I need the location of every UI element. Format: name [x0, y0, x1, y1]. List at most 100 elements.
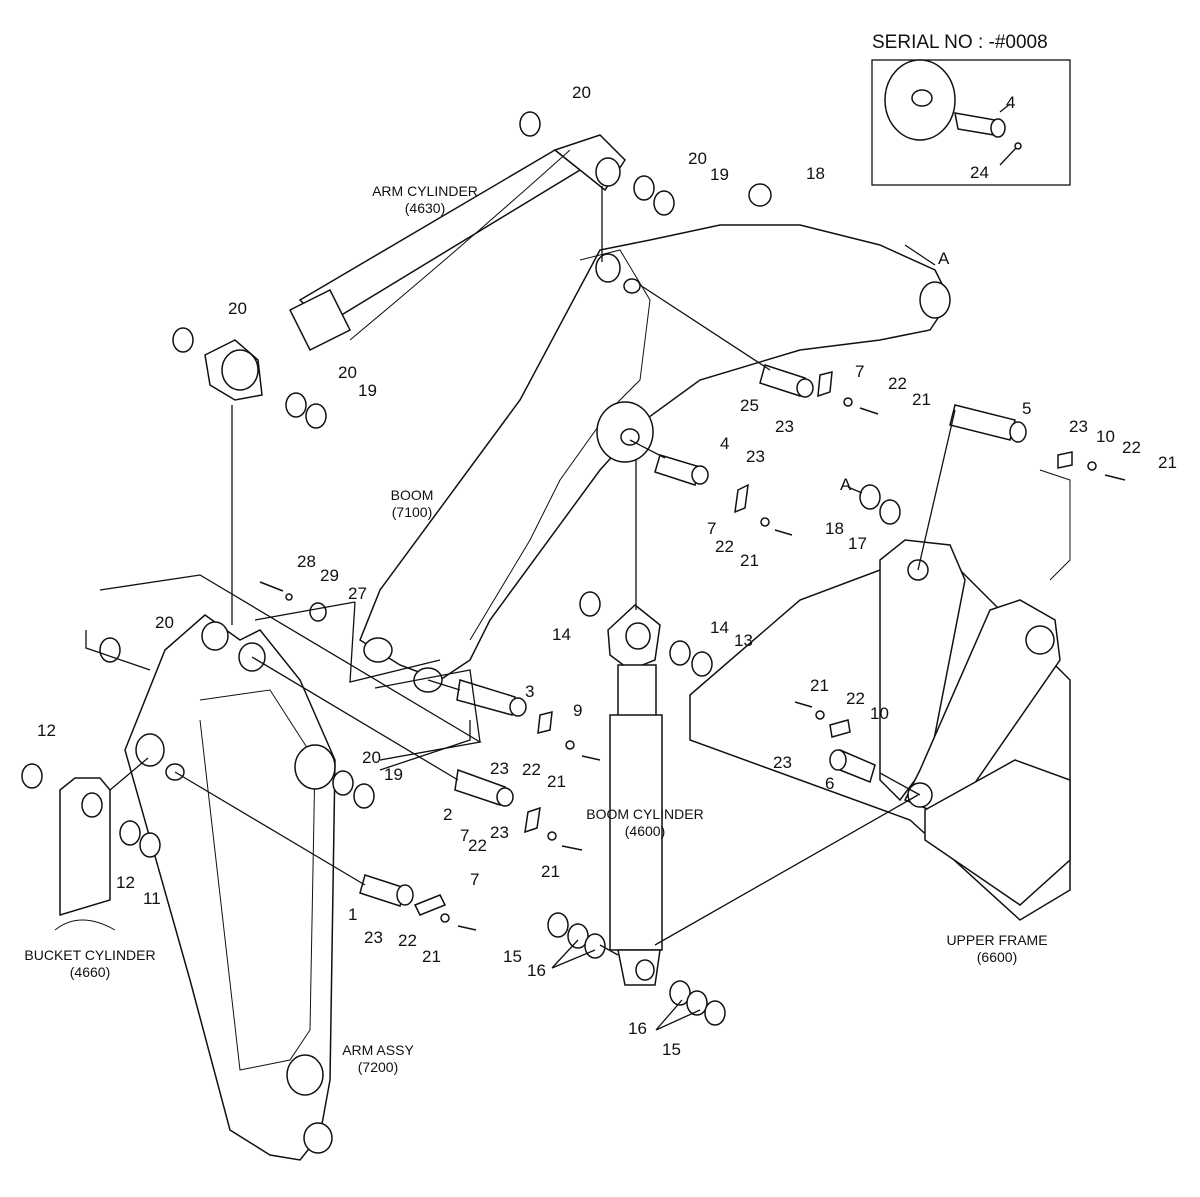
plate-7-mid — [734, 483, 749, 514]
callout-21: 21 — [541, 862, 560, 881]
assembly-labels: ARM CYLINDER (4630) BOOM (7100) BOOM CYL… — [24, 183, 1047, 1075]
callout-2: 2 — [443, 805, 452, 824]
callout-18: 18 — [825, 519, 844, 538]
boom-cylinder-tube — [609, 714, 663, 951]
shim-11 — [139, 832, 161, 858]
callout-11: 11 — [143, 889, 161, 908]
serial-inset — [871, 59, 1071, 186]
arm-top-eye-1 — [201, 621, 229, 651]
leader-16-bottom — [655, 999, 701, 1031]
callout-23: 23 — [773, 753, 792, 772]
inset-bolt — [1014, 142, 1022, 150]
pin-3-bracket — [374, 669, 481, 743]
shim-19-head — [305, 403, 327, 429]
callout-3: 3 — [525, 682, 534, 701]
arm-cylinder-body — [298, 149, 582, 326]
callout-20: 20 — [362, 748, 381, 767]
pin-1-axis — [174, 771, 366, 886]
pins-and-hardware — [259, 364, 1126, 931]
leader-16-top — [599, 944, 619, 956]
upper-frame-edge — [1039, 469, 1071, 581]
pin-3-axis — [427, 679, 461, 691]
pin-1 — [359, 874, 406, 907]
bucket-cylinder-break — [54, 919, 116, 931]
upper-frame — [689, 469, 1071, 921]
washer-22-lower — [547, 831, 557, 841]
boom-nose-bracket — [254, 601, 441, 683]
upper-frame-name: UPPER FRAME — [946, 932, 1047, 948]
shim-18-frame — [859, 484, 881, 510]
pin-6-head — [829, 749, 847, 771]
callout-19: 19 — [710, 165, 729, 184]
shim-20-top — [519, 111, 541, 137]
callout-18: 18 — [806, 164, 825, 183]
callout-20: 20 — [228, 299, 247, 318]
arm-cylinder — [204, 134, 626, 401]
inset-pin-head — [990, 118, 1006, 138]
shim-12-bottom — [119, 820, 141, 846]
shim-14-right — [669, 640, 691, 666]
callout-27: 27 — [348, 584, 367, 603]
callout-21: 21 — [422, 947, 441, 966]
callout-19: 19 — [384, 765, 403, 784]
callout-13: 13 — [734, 631, 753, 650]
plate-9 — [537, 711, 553, 734]
boom-code: (7100) — [392, 504, 432, 520]
shim-20-head-2 — [285, 392, 307, 418]
callout-22: 22 — [715, 537, 734, 556]
boom-cylinder-code: (4600) — [625, 823, 665, 839]
leader-A-top — [904, 244, 936, 266]
boom-cylinder-bottom-eye — [635, 959, 655, 981]
washer-22-upper — [843, 397, 853, 407]
boom-cylinder-bracket-bore — [620, 428, 640, 446]
boom-foot — [919, 281, 951, 319]
bucket-cylinder — [54, 777, 116, 931]
serial-note: SERIAL NO : -#0008 — [872, 32, 1048, 53]
boom-cylinder-rod-eye — [625, 622, 651, 650]
callout-23: 23 — [364, 928, 383, 947]
inset-callout-4: 4 — [1006, 93, 1015, 112]
pin-3 — [456, 679, 516, 716]
pin-2-bracket — [99, 574, 482, 761]
bucket-cylinder-code: (4660) — [70, 964, 110, 980]
bolt-21-upper — [859, 407, 879, 415]
shim-19-arm-cyl — [353, 783, 375, 809]
shim-19-rod — [653, 190, 675, 216]
callout-21: 21 — [1158, 453, 1177, 472]
boom-cylinder — [607, 604, 663, 986]
bucket-cylinder-eye — [81, 792, 103, 818]
arm-arm-cyl-boss — [294, 744, 336, 790]
arm-cylinder-gland — [288, 288, 352, 352]
arm-cylinder-hose — [349, 149, 571, 341]
boom-cylinder-name: BOOM CYLINDER — [586, 806, 703, 822]
boom-arm-cyl-bore — [623, 278, 641, 294]
washer-22-lower-mid — [565, 740, 575, 750]
washer-22-mid — [760, 517, 770, 527]
pin-5-axis — [917, 409, 956, 571]
callout-6: 6 — [825, 774, 834, 793]
spacer-27 — [309, 602, 327, 622]
callout-23: 23 — [746, 447, 765, 466]
arm-assy-name: ARM ASSY — [342, 1042, 414, 1058]
boom-name: BOOM — [391, 487, 434, 503]
callout-4: 4 — [720, 434, 729, 453]
arm-bucket-cyl-eye — [135, 733, 165, 767]
inset-callout-24: 24 — [970, 163, 989, 182]
callout-10: 10 — [870, 704, 889, 723]
callout-21: 21 — [740, 551, 759, 570]
washers — [21, 111, 901, 1026]
pin-6-axis — [879, 772, 921, 796]
callout-14: 14 — [552, 625, 571, 644]
pin-4 — [654, 454, 701, 486]
inset-frame — [871, 59, 1071, 186]
pin-5-head — [1009, 421, 1027, 443]
bolt-21-lower-mid — [581, 755, 601, 761]
callout-20: 20 — [155, 613, 174, 632]
callout-21: 21 — [810, 676, 829, 695]
washer-22-right — [1087, 461, 1097, 471]
boom-center-line — [469, 249, 651, 641]
shim-16-bottom-2 — [686, 990, 708, 1016]
plate-10-left — [829, 719, 851, 738]
